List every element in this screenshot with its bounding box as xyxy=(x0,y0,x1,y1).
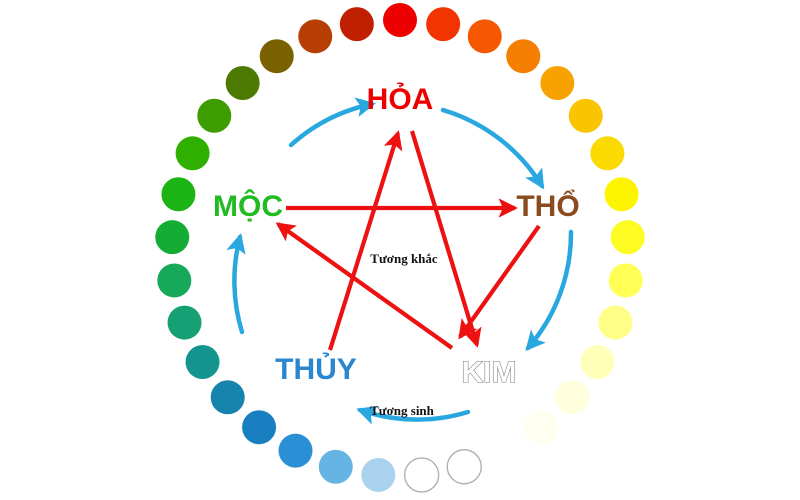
color-wheel-dot xyxy=(467,19,502,54)
element-labels: HỎA MỘC THỔ THỦY KIM xyxy=(213,82,580,390)
color-wheel-dot xyxy=(278,433,313,468)
color-wheel-dot xyxy=(610,220,645,255)
color-wheel-dot xyxy=(157,263,192,298)
color-wheel-dot xyxy=(487,433,522,468)
color-wheel-dot xyxy=(210,380,245,415)
element-label-kim: KIM xyxy=(462,356,517,389)
color-wheel-dot xyxy=(580,345,615,379)
arc-thuy-to-moc xyxy=(226,233,246,335)
arrow-kim-to-moc xyxy=(275,222,454,350)
color-wheel-dot xyxy=(185,345,220,379)
tuong-sinh-arcs xyxy=(226,97,574,425)
color-wheel-dot-outline xyxy=(446,449,482,485)
color-wheel-dot xyxy=(568,98,603,133)
arc-kim-to-thuy xyxy=(356,405,471,425)
color-wheel-dot xyxy=(523,410,558,445)
arc-tho-to-kim xyxy=(525,229,574,351)
element-label-thuy: THỦY xyxy=(275,352,357,386)
color-wheel-dot xyxy=(598,305,633,340)
color-wheel-dot xyxy=(426,7,461,42)
arrow-tho-to-thuy xyxy=(458,224,541,340)
element-label-hoa: HỎA xyxy=(367,82,434,116)
arc-moc-to-hoa xyxy=(288,97,376,148)
color-wheel-dot xyxy=(506,39,541,74)
color-wheel-dot xyxy=(175,136,210,171)
arrow-thuy-to-hoa xyxy=(327,130,403,351)
color-wheel-dot xyxy=(361,457,396,492)
color-wheel xyxy=(155,3,645,493)
color-wheel-dot xyxy=(604,177,639,212)
color-wheel-dot xyxy=(161,177,196,212)
color-wheel-dot xyxy=(590,136,625,171)
arc-hoa-to-tho xyxy=(440,107,545,190)
color-wheel-dot xyxy=(259,39,294,74)
color-wheel-dot xyxy=(339,7,374,42)
color-wheel-dot xyxy=(242,410,277,445)
color-wheel-dot xyxy=(540,65,575,100)
element-label-tho: THỔ xyxy=(516,189,579,223)
color-wheel-dot xyxy=(318,449,353,484)
tuong-sinh-label: Tương sinh xyxy=(370,403,435,418)
color-wheel-dot xyxy=(383,3,417,37)
arrow-hoa-to-kim xyxy=(409,130,482,348)
color-wheel-dot xyxy=(555,380,590,415)
color-wheel-dot xyxy=(197,98,232,133)
color-wheel-dot xyxy=(608,263,643,298)
tuong-khac-label: Tương khắc xyxy=(370,251,438,266)
element-label-moc: MỘC xyxy=(213,189,283,223)
color-wheel-dot-outline xyxy=(403,457,440,493)
color-wheel-dot xyxy=(155,220,190,255)
color-wheel-dot xyxy=(167,305,202,340)
tuong-khac-star xyxy=(275,130,541,351)
color-wheel-dot xyxy=(298,19,333,54)
color-wheel-dot xyxy=(225,65,260,100)
